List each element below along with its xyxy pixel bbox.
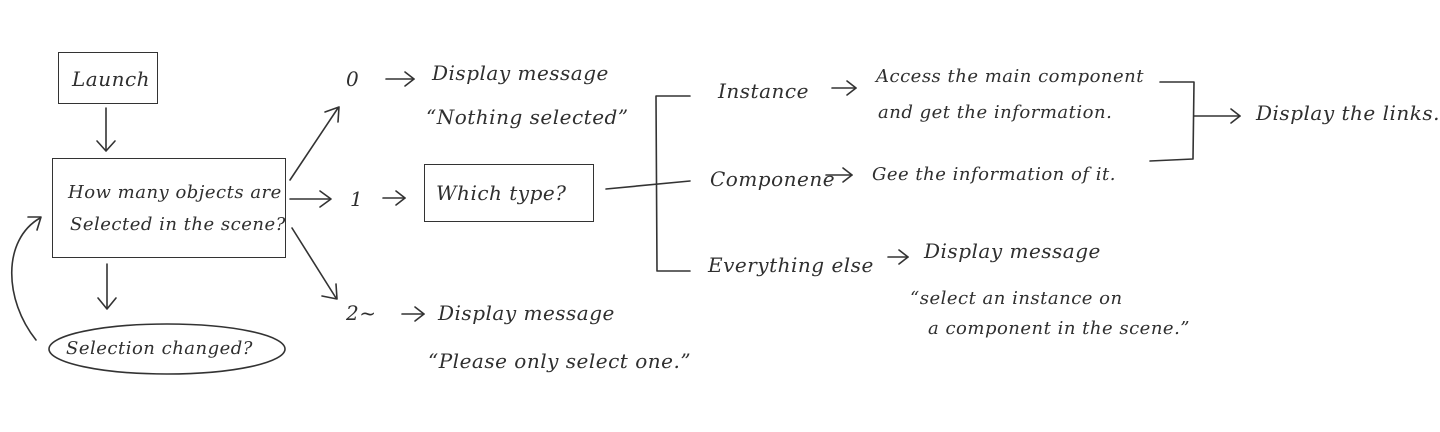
selection-changed-ellipse (48, 323, 286, 375)
instance-action-line-2: and get the information. (878, 102, 1113, 123)
component-action: Gee the information of it. (872, 164, 1116, 185)
which-type-box (424, 164, 594, 222)
msg-only-one: “Please only select one.” (428, 349, 692, 373)
count-zero: 0 (346, 67, 360, 91)
type-everything-else: Everything else (708, 253, 874, 277)
question-line-2: Selected in the scene? (70, 214, 286, 235)
instance-action-line-1: Access the main component (876, 66, 1144, 87)
arrow-loop-back (11, 217, 41, 341)
msg-select-line-1: “select an instance on (910, 288, 1123, 309)
msg-nothing-selected: “Nothing selected” (426, 105, 629, 129)
which-type-connector (605, 180, 691, 190)
launch-label: Launch (72, 67, 151, 91)
display-message-zero: Display message (432, 61, 609, 85)
links-bracket (1149, 81, 1195, 162)
type-bracket (655, 95, 691, 272)
type-instance: Instance (718, 79, 809, 103)
selection-changed-label: Selection changed? (66, 338, 253, 359)
display-message-else: Display message (924, 239, 1101, 263)
which-type-label: Which type? (436, 181, 567, 205)
count-one: 1 (350, 187, 364, 211)
launch-box (58, 52, 158, 104)
arrow-to-two (291, 227, 337, 299)
display-links: Display the links. (1256, 101, 1440, 125)
msg-select-line-2: a component in the scene.” (928, 318, 1191, 339)
display-message-two: Display message (438, 301, 615, 325)
type-component: Componene (710, 167, 836, 191)
question-line-1: How many objects are (68, 182, 282, 203)
count-two: 2~ (346, 301, 377, 325)
question-box (52, 158, 286, 258)
arrow-to-zero (289, 107, 339, 181)
